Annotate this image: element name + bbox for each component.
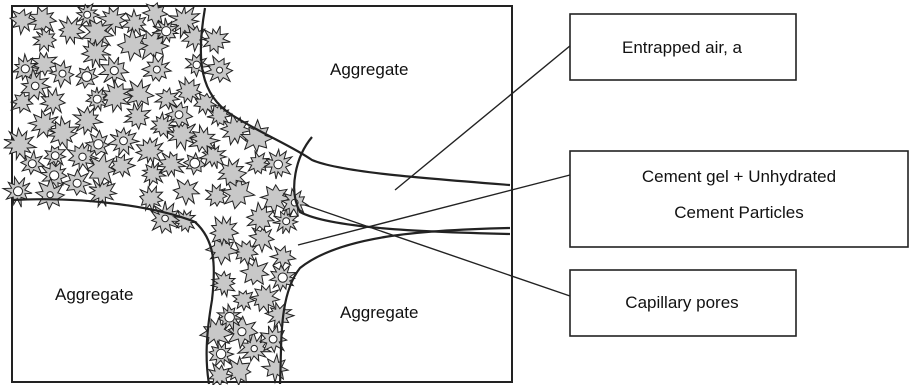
unhydrated-core [216, 349, 225, 358]
unhydrated-core [175, 111, 183, 119]
callout-capillary-pores-text: Capillary pores [625, 293, 738, 312]
unhydrated-core [110, 67, 118, 75]
unhydrated-core [153, 66, 160, 73]
unhydrated-core [120, 137, 128, 145]
callout-entrapped-air-text: Entrapped air, a [622, 38, 743, 57]
callout-cement-gel: Cement gel + Unhydrated Cement Particles [570, 151, 908, 247]
unhydrated-core [84, 11, 91, 18]
callout-cement-gel-text-line1: Cement gel + Unhydrated [642, 167, 836, 186]
unhydrated-core [251, 345, 257, 351]
diagram-frame [12, 6, 512, 382]
callout-entrapped-air: Entrapped air, a [570, 14, 796, 80]
unhydrated-core [14, 187, 23, 196]
unhydrated-core [93, 95, 101, 103]
callout-capillary-pores: Capillary pores [570, 270, 796, 336]
unhydrated-core [79, 153, 86, 160]
aggregate-label-bottom: Aggregate [340, 303, 418, 322]
unhydrated-core [269, 335, 277, 343]
unhydrated-core [274, 160, 283, 169]
unhydrated-core [193, 61, 200, 68]
unhydrated-core [82, 72, 92, 82]
aggregate-label-left: Aggregate [55, 285, 133, 304]
unhydrated-core [31, 82, 39, 90]
unhydrated-core [21, 65, 29, 73]
unhydrated-core [51, 152, 59, 160]
unhydrated-core [190, 158, 200, 168]
unhydrated-core [28, 160, 36, 168]
aggregate-label-top: Aggregate [330, 60, 408, 79]
unhydrated-core [217, 67, 223, 73]
unhydrated-core [225, 312, 235, 322]
unhydrated-core [94, 140, 103, 149]
unhydrated-core [283, 218, 290, 225]
unhydrated-core [162, 27, 171, 36]
unhydrated-core [73, 179, 81, 187]
callout-cement-gel-box [570, 151, 908, 247]
unhydrated-core [59, 70, 66, 77]
unhydrated-core [278, 273, 287, 282]
unhydrated-core [162, 215, 169, 222]
callout-cement-gel-text-line2: Cement Particles [674, 203, 803, 222]
unhydrated-core [47, 192, 53, 198]
unhydrated-core [238, 328, 246, 336]
